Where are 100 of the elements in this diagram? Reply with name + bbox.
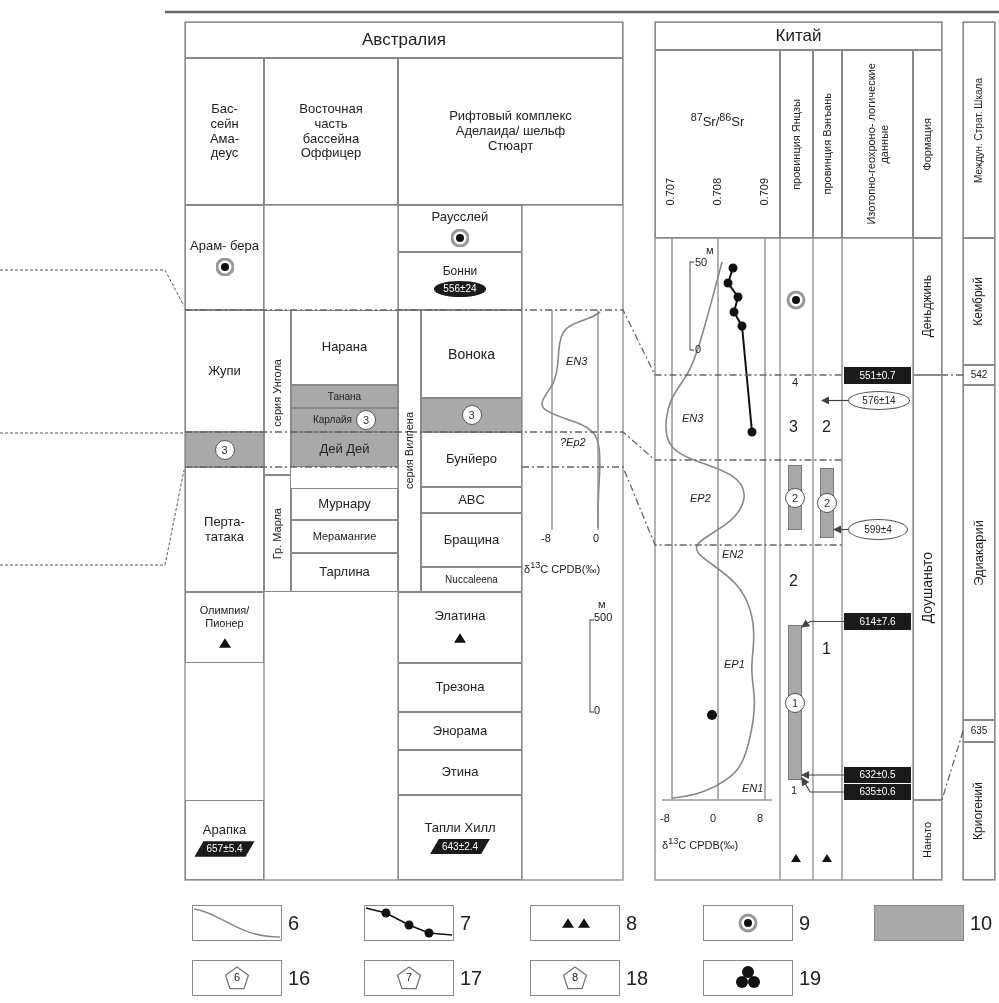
stratum-cell [421,310,522,398]
unit-label: Мурнару [318,496,371,512]
unit-label: Изотопно-геохроно- логические данные [864,62,891,227]
unit-label: Дей Дей [319,442,370,457]
legend-number: 17 [460,968,483,988]
tick-label: -8 [541,532,551,545]
unit-label: Китай [775,26,822,46]
unit-label: Бунйеро [446,452,497,467]
column-cell [913,375,942,800]
curve-label: ?Ep2 [560,436,586,449]
range-bar [788,625,802,780]
stratum-cell [185,205,264,310]
zone-number: 2 [822,418,831,436]
circled-number: 2 [785,487,805,508]
unit-label: Восточная часть бассейна Оффицер [298,101,364,162]
stratum-cell [185,310,264,432]
unit-label: Перта- татака [203,514,246,545]
range-bar [788,465,802,530]
legend-number: 18 [626,968,649,988]
zone-number: 3 [789,418,798,436]
shaded-stratum [185,432,264,467]
circled-number: 2 [817,493,837,513]
unit-label: Кембрий [972,277,986,326]
unit-label: Арапка [202,823,247,839]
arrow [800,770,845,780]
unit-label: Nuccaleena [445,573,498,586]
unit-label: Рифтовый комплекс Аделаида/ шельф Стюарт [448,109,573,154]
unit-label: Эдиакарий [971,519,987,586]
arrow [801,777,845,793]
age-label: 551±0.7 [844,367,911,384]
scale-label: 0 [695,343,702,356]
stratum-cell [264,58,398,205]
column-cell [264,475,291,592]
unit-label: Олимпия/ Пионер [198,603,251,630]
legend-number: 8 [626,913,638,933]
circled-number: 3 [356,410,376,430]
scale-label: м [598,598,606,611]
age-label: 643±2.4 [429,838,491,855]
legend-number: 16 [288,968,311,988]
axis-title: δ$^{13}$C CPDB(‰) [524,560,601,575]
header-cell [655,22,942,50]
stratum-cell [291,310,398,385]
unit-label: Бращина [443,532,500,548]
legend-number: 7 [460,913,472,933]
arrow [801,619,845,628]
shaded-stratum [291,432,398,467]
unit-label: Нарана [321,340,368,355]
age-label: 576±14 [848,391,910,410]
scale-label: м [706,244,714,257]
zone-number: 4 [792,376,799,389]
stratum-cell [291,520,398,553]
curve-label: EN3 [566,355,588,368]
tick-label: 0 [593,532,600,545]
unit-label: ABC [458,492,485,508]
unit-label: Деньджинь [920,275,935,338]
stratum-cell [421,432,522,487]
unit-label: Трезона [435,680,485,695]
unit-label: Тапли Хилл [424,820,496,836]
stratum-cell [398,58,623,205]
unit-label: Гр. Марла [271,507,284,560]
tick-label: 0.708 [711,178,724,206]
column-cell [963,238,995,365]
header-cell [185,22,623,58]
symbol-number: 8 [572,971,579,984]
scale-label: 500 [594,611,613,624]
circled-number: 3 [461,405,482,425]
column-cell [913,50,942,238]
scale-label: 0 [594,704,601,717]
unit-label: $^{87}$Sr/$^{86}$Sr [690,111,745,131]
stratum-cell [398,592,522,663]
zone-number: 1 [822,640,831,658]
unit-label: Энорама [432,723,488,739]
stratum-cell [655,50,780,238]
age-label: 556±24 [434,281,486,297]
stratum-cell [963,720,995,742]
shaded-stratum [291,408,398,432]
column-cell [264,310,291,475]
unit-label: Криогений [972,782,986,840]
age-label: 657±5.4 [194,841,255,857]
stratum-cell [291,488,398,520]
range-bar [820,468,834,538]
stratum-cell [185,58,264,205]
stratum-cell [421,487,522,513]
unit-label: Танана [327,390,362,403]
scale-label: 50 [695,256,708,269]
tick-label: 8 [757,812,764,825]
column-cell [780,50,813,238]
age-label: 599±4 [848,519,908,540]
circled-number: 3 [214,439,235,460]
tick-label: -8 [660,812,670,825]
curve-label: EN3 [682,412,704,425]
unit-label: серия Вилпена [403,412,416,490]
legend-number: 10 [970,913,993,933]
stratum-cell [185,467,264,592]
unit-label: Этина [441,765,479,780]
stratum-cell [398,252,522,310]
unit-label: Мерамангие [312,530,377,543]
symbol-number: 7 [406,971,413,984]
stratum-cell [398,205,522,252]
unit-label: Арам- бера [190,239,259,254]
